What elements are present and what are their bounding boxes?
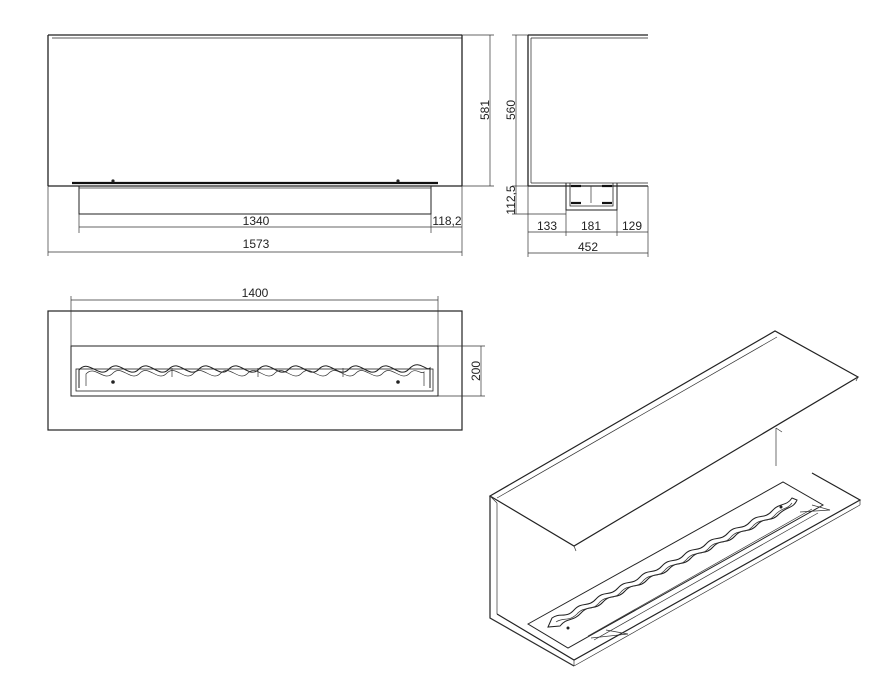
- side-base-height-label: 112,5: [504, 185, 518, 214]
- top-view: 1400 200: [47, 286, 485, 431]
- iso-wave-flame-outline: [547, 497, 798, 628]
- iso-top-plate: [488, 330, 860, 547]
- front-height-label: 581: [478, 100, 492, 120]
- top-depth-dimension: 200: [438, 345, 485, 397]
- front-inner-width-label: 1340: [243, 214, 270, 228]
- side-total-dimension: 452: [528, 240, 648, 254]
- front-inner-width-dimension: 1340 118,2: [78, 186, 463, 233]
- top-outer-plate: [47, 310, 463, 431]
- front-height-dimension: 581: [462, 34, 494, 187]
- iso-burner-tray: [527, 481, 825, 649]
- front-total-width-dimension: 1573: [47, 186, 463, 256]
- top-inner-width-label: 1400: [242, 286, 269, 300]
- isometric-view: [488, 330, 862, 667]
- side-view: 560 112,5 133 181 129 452: [504, 34, 649, 257]
- top-inner-width-dimension: 1400: [70, 286, 439, 346]
- front-view: 581 1340 118,2 1573: [47, 34, 494, 256]
- side-body-outline: [527, 34, 648, 211]
- side-base-height-dimension: 112,5: [504, 185, 566, 215]
- top-burner-tray: [70, 345, 439, 397]
- front-total-width-label: 1573: [243, 237, 270, 251]
- iso-bottom-plate: [496, 472, 862, 661]
- side-height-dimension: 560: [504, 34, 528, 187]
- side-segment-dimension: 133 181 129: [527, 186, 649, 257]
- side-right-label: 129: [622, 219, 642, 233]
- side-total-label: 452: [578, 240, 598, 254]
- top-depth-label: 200: [469, 361, 483, 381]
- top-wave-flame-outline: [78, 364, 431, 388]
- front-body-outline: [47, 34, 463, 215]
- side-height-label: 560: [504, 100, 518, 120]
- side-left-label: 133: [537, 219, 557, 233]
- front-offset-label: 118,2: [432, 214, 461, 228]
- side-mid-label: 181: [581, 219, 601, 233]
